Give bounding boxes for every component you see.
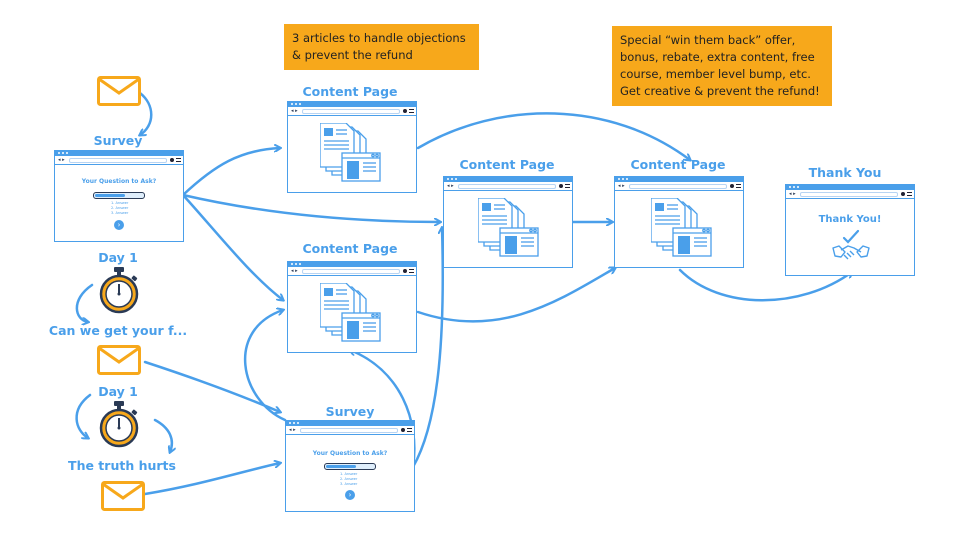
- window-urlbar: ◂ ▸: [288, 267, 416, 276]
- survey-option-1: 1. Answer: [111, 201, 129, 205]
- label-thank-you: Thank You: [808, 165, 882, 180]
- label-day1-a: Day 1: [98, 250, 138, 265]
- email-envelope-icon: [97, 76, 141, 106]
- arrow-email2-to-survey2: [143, 360, 280, 412]
- note-objections-line-2: & prevent the refund: [292, 48, 413, 62]
- survey-window-top: ◂ ▸ Your Question to Ask? 1. Answer 2. A…: [54, 150, 184, 242]
- window-titlebar: [55, 150, 183, 156]
- window-urlbar: ◂ ▸: [55, 156, 183, 165]
- email-envelope-icon: [97, 345, 141, 375]
- label-can-we: Can we get your f...: [48, 323, 188, 338]
- label-survey-bottom: Survey: [325, 404, 375, 419]
- survey-submit-button[interactable]: ›: [345, 490, 355, 500]
- document-page-icon: [320, 123, 381, 182]
- survey-submit-button[interactable]: ›: [114, 220, 124, 230]
- survey-option-2: 2. Answer: [111, 206, 129, 210]
- document-page-icon: [478, 198, 539, 257]
- arrow-survey-to-content3: [181, 193, 440, 222]
- note-offer-line-1: Special “win them back” offer,: [620, 33, 796, 47]
- note-offer-line-3: course, member level bump, etc.: [620, 67, 811, 81]
- window-titlebar: [444, 176, 572, 182]
- window-urlbar: ◂ ▸: [615, 182, 743, 191]
- window-urlbar: ◂ ▸: [444, 182, 572, 191]
- note-offer: Special “win them back” offer, bonus, re…: [612, 26, 832, 106]
- arrow-timer2-loop: [75, 393, 92, 438]
- window-urlbar: ◂ ▸: [286, 426, 414, 435]
- window-urlbar: ◂ ▸: [786, 190, 914, 199]
- survey-option-3: 3. Answer: [340, 482, 358, 486]
- arrow-timer2-tail: [153, 418, 172, 452]
- survey-option-3: 3. Answer: [111, 211, 129, 215]
- thank-you-message: Thank You!: [818, 214, 882, 225]
- label-content-2: Content Page: [302, 241, 398, 256]
- survey-progress-bar: [93, 192, 145, 199]
- window-urlbar: ◂ ▸: [288, 107, 416, 116]
- handshake-check-icon: [832, 229, 870, 260]
- survey-question: Your Question to Ask?: [81, 178, 157, 185]
- email-envelope-icon: [101, 481, 145, 511]
- note-objections: 3 articles to handle objections & preven…: [284, 24, 479, 70]
- arrow-email3-to-survey2: [143, 463, 280, 496]
- survey-option-1: 1. Answer: [340, 472, 358, 476]
- survey-option-2: 2. Answer: [340, 477, 358, 481]
- content-page-window-2: ◂ ▸: [287, 261, 417, 353]
- arrow-content4-to-thankyou: [678, 268, 852, 302]
- arrow-timer1-loop: [75, 283, 94, 322]
- arrow-content2-to-content4: [416, 268, 615, 323]
- arrow-email-to-survey: [140, 91, 153, 135]
- note-offer-line-4: Get creative & prevent the refund!: [620, 84, 820, 98]
- label-survey-top: Survey: [93, 133, 143, 148]
- document-page-icon: [651, 198, 712, 257]
- survey-progress-bar: [324, 463, 376, 470]
- label-content-4: Content Page: [630, 157, 726, 172]
- stopwatch-icon: [99, 401, 139, 448]
- window-titlebar: [786, 184, 914, 190]
- label-content-3: Content Page: [459, 157, 555, 172]
- window-titlebar: [288, 261, 416, 267]
- arrow-survey2-to-content2-loop: [244, 310, 287, 422]
- arrow-survey-to-content1: [181, 148, 280, 197]
- survey-window-bottom: ◂ ▸ Your Question to Ask? 1. Answer 2. A…: [285, 420, 415, 512]
- label-truth: The truth hurts: [68, 458, 176, 473]
- survey-question: Your Question to Ask?: [312, 450, 388, 457]
- document-page-icon: [320, 283, 381, 342]
- note-objections-line-1: 3 articles to handle objections: [292, 31, 466, 45]
- stopwatch-icon: [99, 267, 139, 314]
- arrow-survey2-to-content3: [411, 228, 443, 469]
- label-content-1: Content Page: [302, 84, 398, 99]
- window-titlebar: [288, 101, 416, 107]
- label-day1-b: Day 1: [98, 384, 138, 399]
- content-page-window-3: ◂ ▸: [443, 176, 573, 268]
- content-page-window-4: ◂ ▸: [614, 176, 744, 268]
- window-titlebar: [615, 176, 743, 182]
- arrow-content1-to-content4: [416, 112, 690, 160]
- arrow-survey-to-content2: [181, 193, 283, 300]
- note-offer-line-2: bonus, rebate, extra content, free: [620, 50, 815, 64]
- content-page-window-1: ◂ ▸: [287, 101, 417, 193]
- window-titlebar: [286, 420, 414, 426]
- thank-you-window: ◂ ▸ Thank You!: [785, 184, 915, 276]
